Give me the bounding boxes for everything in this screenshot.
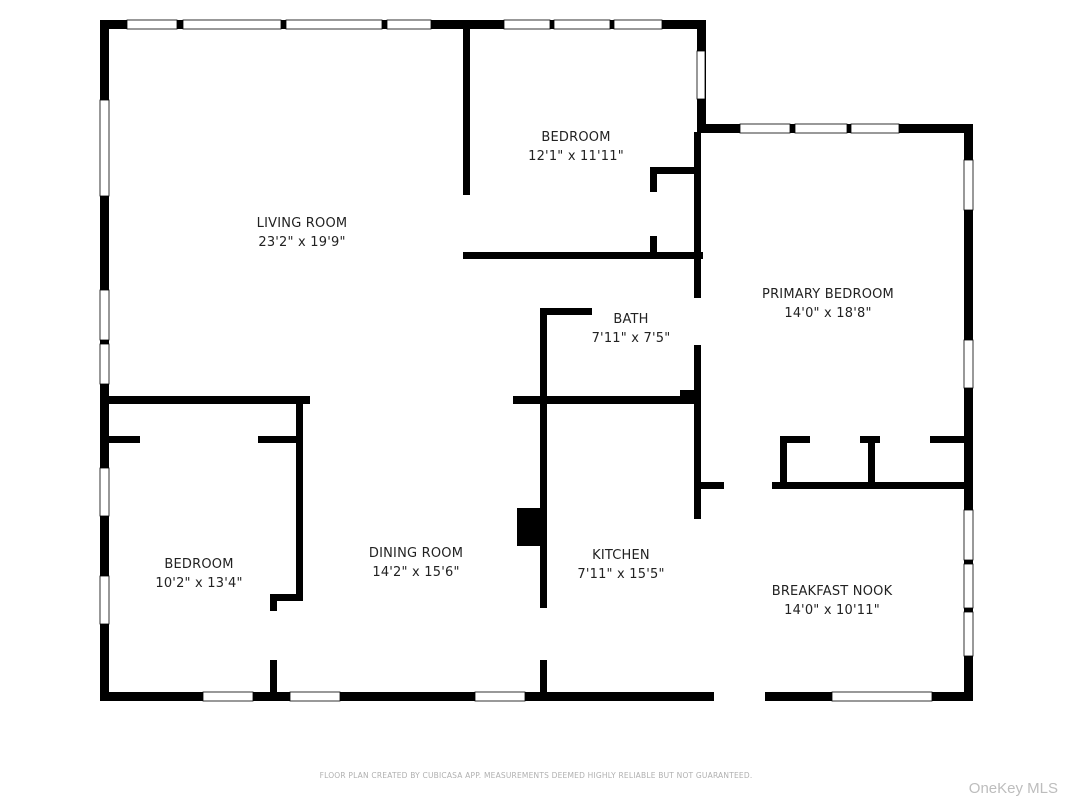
- watermark: OneKey MLS: [968, 780, 1058, 797]
- room-dimensions: 10'2" x 13'4": [155, 576, 243, 591]
- room-dimensions: 7'11" x 7'5": [591, 331, 671, 346]
- disclaimer-text: FLOOR PLAN CREATED BY CUBICASA APP. MEAS…: [319, 771, 753, 780]
- room-name: BATH: [613, 312, 649, 327]
- room-name: DINING ROOM: [368, 546, 464, 561]
- room-breakfast-nook: BREAKFAST NOOK 14'0" x 10'11": [772, 582, 893, 620]
- room-living-room: LIVING ROOM 23'2" x 19'9": [257, 214, 348, 252]
- room-name: BEDROOM: [164, 557, 234, 572]
- room-name: PRIMARY BEDROOM: [762, 287, 894, 302]
- room-bath: BATH 7'11" x 7'5": [592, 310, 671, 348]
- windows: [99, 19, 974, 702]
- room-dimensions: 14'0" x 10'11": [784, 603, 880, 618]
- room-bedroom-1: BEDROOM 12'1" x 11'11": [528, 128, 624, 166]
- room-primary-bedroom: PRIMARY BEDROOM 14'0" x 18'8": [762, 285, 894, 323]
- room-dimensions: 14'0" x 18'8": [784, 306, 872, 321]
- room-bedroom-2: BEDROOM 10'2" x 13'4": [155, 555, 242, 593]
- room-dimensions: 14'2" x 15'6": [372, 565, 460, 580]
- room-name: BEDROOM: [541, 130, 611, 145]
- room-name: KITCHEN: [592, 548, 650, 563]
- room-dimensions: 12'1" x 11'11": [528, 149, 624, 164]
- room-name: BREAKFAST NOOK: [771, 584, 893, 599]
- room-dimensions: 7'11" x 15'5": [577, 567, 665, 582]
- room-kitchen: KITCHEN 7'11" x 15'5": [577, 546, 664, 584]
- room-dining-room: DINING ROOM 14'2" x 15'6": [369, 544, 463, 582]
- room-name: LIVING ROOM: [256, 216, 348, 231]
- room-dimensions: 23'2" x 19'9": [258, 235, 346, 250]
